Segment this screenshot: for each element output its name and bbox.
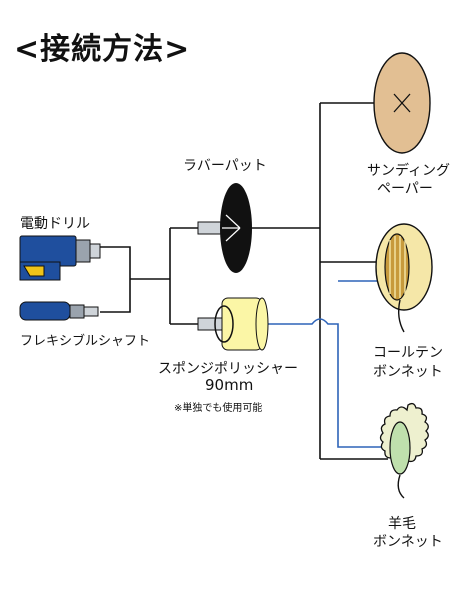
sponge-polisher-label: スポンジポリッシャー [158,361,298,377]
electric-drill-icon [19,235,101,281]
drill-label: 電動ドリル [20,216,90,232]
flex-shaft-label: フレキシブルシャフト [20,334,151,349]
cotton-bonnet-label-line1: コールテン [373,345,443,361]
sponge-polisher-size: 90mm [205,376,254,394]
wool-bonnet-icon [379,402,429,499]
sanding-paper-icon [373,52,431,154]
sanding-paper-label-line2: ペーパー [377,181,433,197]
sponge-polisher-note: ※単独でも使用可能 [174,403,263,414]
cotton-bonnet-label-line2: ボンネット [373,364,443,380]
cotton-bonnet-icon [375,223,433,333]
rubber-pad-label: ラバーパット [183,158,267,174]
sponge-polisher-icon [197,297,269,351]
rubber-pad-icon [197,183,252,273]
flexible-shaft-icon [19,301,99,321]
page-title: <接続方法> [14,32,191,67]
connector-lines [100,102,390,460]
wool-bonnet-label-line2: ボンネット [373,534,443,550]
sanding-paper-label-line1: サンディング [367,163,451,179]
wool-bonnet-label-line1: 羊毛 [388,516,416,532]
